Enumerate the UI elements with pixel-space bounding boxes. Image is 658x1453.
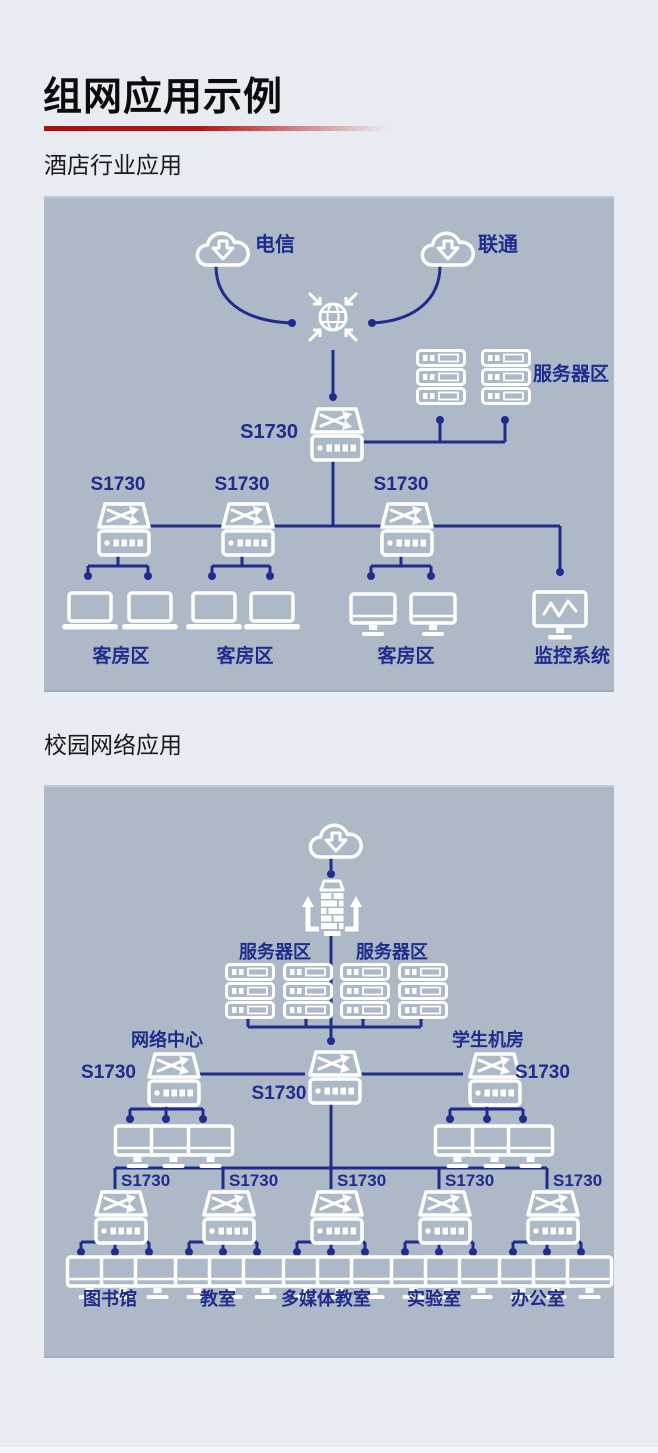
server-area-label: 服务器区 bbox=[533, 364, 610, 385]
monitor-wave-icon bbox=[532, 590, 588, 642]
footer-strip bbox=[0, 1447, 658, 1453]
switch-icon-access-1 bbox=[97, 502, 151, 557]
switch-icon-access-5 bbox=[526, 1190, 580, 1245]
switch-icon-access-1 bbox=[94, 1190, 148, 1245]
access-switch-label-5: S1730 bbox=[553, 1171, 603, 1190]
section-title-campus: 校园网络应用 bbox=[44, 732, 182, 758]
server-icon-1 bbox=[225, 963, 275, 1019]
room-label-laboratory: 实验室 bbox=[407, 1289, 461, 1309]
hotel-connections bbox=[86, 265, 562, 576]
server-icon-3 bbox=[340, 963, 390, 1019]
switch-icon-access-4 bbox=[418, 1190, 472, 1245]
page-title: 组网应用示例 bbox=[43, 76, 284, 119]
server-icon-2 bbox=[283, 963, 333, 1019]
core-switch-label: S1730 bbox=[240, 421, 298, 443]
switch-icon-core bbox=[310, 407, 364, 462]
isp-label-telecom: 电信 bbox=[255, 234, 295, 256]
student-room-switch-label: S1730 bbox=[515, 1062, 570, 1083]
monitor-zone-label: 监控系统 bbox=[533, 646, 610, 667]
monitor-icon bbox=[349, 592, 397, 638]
zone-label-2: 客房区 bbox=[216, 646, 274, 667]
cloud-download-icon-telecom bbox=[195, 231, 250, 267]
room-label-office: 办公室 bbox=[511, 1289, 565, 1309]
switch-icon-network-center bbox=[147, 1052, 201, 1107]
cloud-download-icon bbox=[308, 823, 363, 859]
monitor-icon bbox=[506, 1124, 555, 1170]
switch-icon-access-2 bbox=[221, 502, 275, 557]
gateway-icon bbox=[302, 881, 362, 936]
access-switch-label-2: S1730 bbox=[229, 1171, 279, 1190]
access-switch-label-3: S1730 bbox=[337, 1171, 387, 1190]
laptop-icon bbox=[60, 591, 120, 632]
access-switch-label-4: S1730 bbox=[445, 1171, 495, 1190]
globe-icon bbox=[308, 292, 358, 342]
switch-icon-student-room bbox=[468, 1052, 522, 1107]
campus-diagram: 服务器区 服务器区 S1730 网络中心 S1730 学生机房 S1730 S1… bbox=[44, 785, 614, 1358]
zone-label-3: 客房区 bbox=[377, 646, 435, 667]
isp-label-unicom: 联通 bbox=[478, 234, 518, 256]
room-label-library: 图书馆 bbox=[83, 1289, 137, 1309]
server-area-label-1: 服务器区 bbox=[239, 942, 311, 962]
zone-label-1: 客房区 bbox=[92, 646, 150, 667]
laptop-icon bbox=[242, 591, 302, 632]
monitor-icon bbox=[409, 592, 457, 638]
access-switch-label-1: S1730 bbox=[121, 1171, 171, 1190]
core-switch-label: S1730 bbox=[251, 1083, 307, 1104]
laptop-icon bbox=[184, 591, 244, 632]
cloud-download-icon-unicom bbox=[420, 231, 475, 267]
switch-icon-access-3 bbox=[310, 1190, 364, 1245]
access-switch-label-1: S1730 bbox=[90, 474, 146, 495]
hotel-junction-dots bbox=[84, 319, 564, 580]
switch-icon-access-3 bbox=[380, 502, 434, 557]
accent-line bbox=[44, 126, 390, 131]
network-center-switch-label: S1730 bbox=[81, 1062, 136, 1083]
server-icon-4 bbox=[398, 963, 448, 1019]
monitor-icon bbox=[186, 1124, 235, 1170]
switch-icon-core bbox=[308, 1050, 362, 1105]
server-area-label-2: 服务器区 bbox=[356, 942, 428, 962]
room-label-multimedia: 多媒体教室 bbox=[281, 1289, 371, 1309]
server-icon-2 bbox=[481, 349, 531, 405]
laptop-icon bbox=[120, 591, 180, 632]
access-switch-label-3: S1730 bbox=[373, 474, 429, 495]
section-title-hotel: 酒店行业应用 bbox=[44, 152, 182, 178]
student-room-title: 学生机房 bbox=[452, 1030, 524, 1050]
network-center-title: 网络中心 bbox=[131, 1030, 203, 1050]
switch-icon-access-2 bbox=[202, 1190, 256, 1245]
room-label-classroom: 教室 bbox=[200, 1289, 236, 1309]
server-icon-1 bbox=[416, 349, 466, 405]
hotel-diagram: 电信 联通 S1730 服务器区 S1730 S1730 S1730 客房区 客… bbox=[44, 196, 614, 692]
access-switch-label-2: S1730 bbox=[214, 474, 270, 495]
